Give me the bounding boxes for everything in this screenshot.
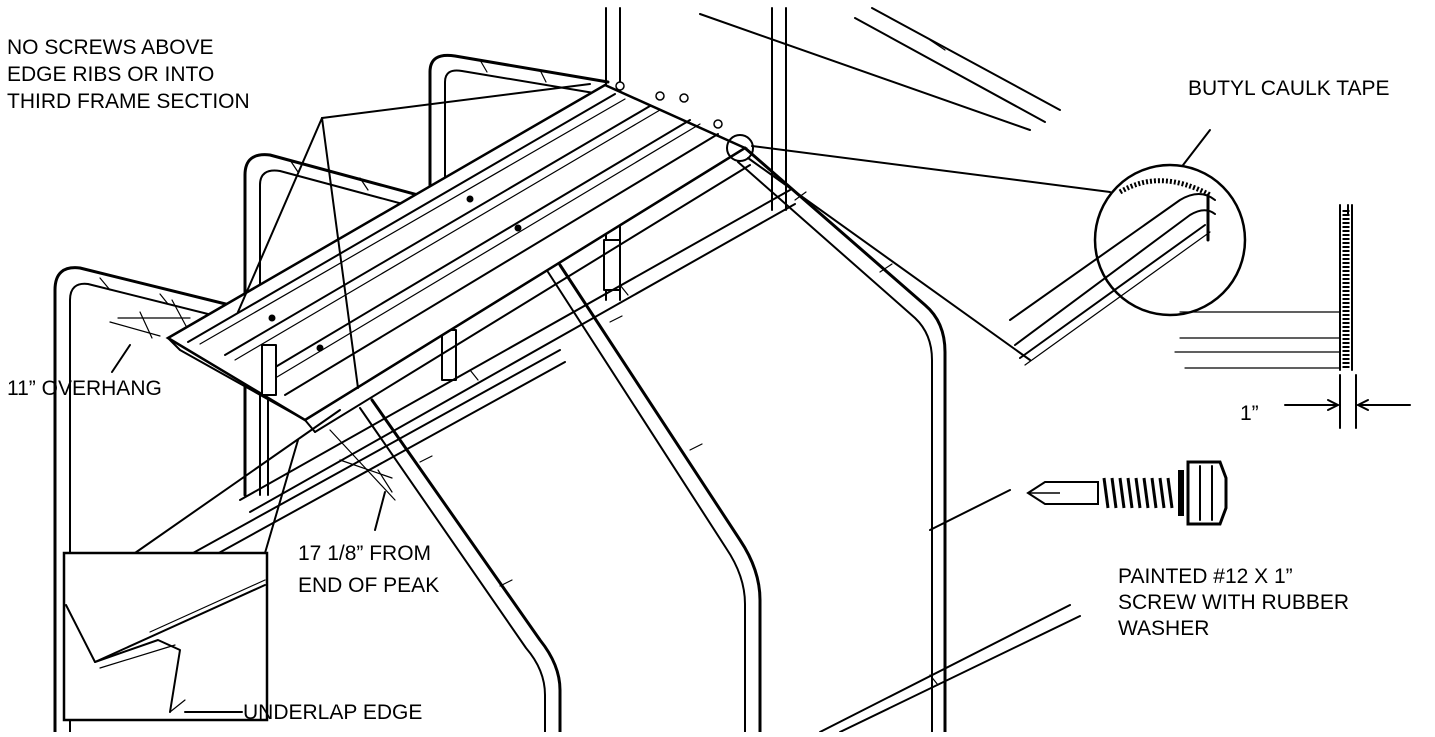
overhang-label: 11” OVERHANG [7,377,162,400]
underlap-label: UNDERLAP EDGE [243,701,422,724]
frame-arch-1 [53,266,252,734]
from-end-label: 17 1/8” FROM END OF PEAK [298,542,439,597]
frame-arch-front [359,398,562,734]
peak-cap-panel [165,81,751,433]
butyl-label: BUTYL CAULK TAPE [1188,77,1390,100]
screw-line-1: PAINTED #12 X 1” [1118,565,1293,588]
frame-tubes [53,7,1081,734]
frame-arch-right [737,146,947,734]
butyl-elevation [1174,204,1411,429]
magnifier-detail-circle [1093,163,1247,317]
screw-dot [514,224,522,232]
leader-lines [237,83,1211,389]
underlap-inset [62,409,341,722]
no-screws-line-3: THIRD FRAME SECTION [7,90,250,113]
frame-arch-3 [428,53,610,381]
screw-dot [268,314,276,322]
frame-arch-middle [547,263,762,734]
screw-dot [316,344,324,352]
screw-label: PAINTED #12 X 1” SCREW WITH RUBBER WASHE… [1118,565,1349,640]
no-screws-label: NO SCREWS ABOVE EDGE RIBS OR INTO THIRD … [7,36,250,113]
from-end-line-2: END OF PEAK [298,574,439,597]
self-drilling-screw-icon [1026,460,1228,526]
screw-dot [466,195,474,203]
detail-callout-butyl [726,134,1247,366]
screw-line-3: WASHER [1118,617,1209,640]
one-inch-label: 1” [1240,402,1259,425]
peak-end-dimension [329,429,396,531]
from-end-line-1: 17 1/8” FROM [298,542,431,565]
no-screws-line-2: EDGE RIBS OR INTO [7,63,214,86]
center-post [603,239,621,291]
no-screws-line-1: NO SCREWS ABOVE [7,36,214,59]
screw-line-2: SCREW WITH RUBBER [1118,591,1349,614]
overhang-dimension [109,299,191,373]
